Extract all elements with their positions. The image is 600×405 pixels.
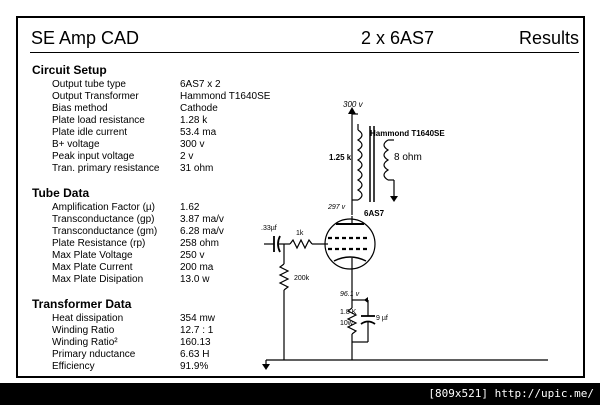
row-label: Plate idle current bbox=[52, 127, 128, 138]
primary-winding bbox=[356, 129, 363, 201]
row-value: 3.87 ma/v bbox=[180, 214, 224, 225]
table-row: Peak input voltage 2 v bbox=[52, 151, 193, 163]
table-row: Plate load resistance 1.28 k bbox=[52, 115, 207, 127]
row-value: 13.0 w bbox=[180, 274, 210, 285]
grid-stopper-resistor bbox=[289, 238, 313, 250]
image-host-footer: [809x521] http://upic.me/ bbox=[0, 383, 600, 405]
row-label: Bias method bbox=[52, 103, 108, 114]
cathode-resistor-label: 1.8 K bbox=[340, 309, 357, 316]
row-label: B+ voltage bbox=[52, 139, 100, 150]
row-value: Hammond T1640SE bbox=[180, 91, 271, 102]
table-row: Plate Resistance (rp) 258 ohm bbox=[52, 238, 219, 250]
secondary-winding bbox=[383, 139, 390, 181]
tube-cathode bbox=[333, 256, 367, 262]
table-row: B+ voltage 300 v bbox=[52, 139, 204, 151]
table-row: Primary nductance 6.63 H bbox=[52, 349, 209, 361]
page-title: Results bbox=[518, 28, 579, 48]
row-value: Cathode bbox=[180, 103, 218, 114]
row-label: Primary nductance bbox=[52, 349, 136, 360]
section-tube-data: Tube Data bbox=[32, 186, 90, 200]
row-label: Heat dissipation bbox=[52, 313, 124, 324]
row-label: Transconductance (gp) bbox=[52, 214, 155, 225]
row-label: Plate Resistance (rp) bbox=[52, 238, 146, 249]
plate-voltage-label: 297 v bbox=[327, 204, 346, 211]
table-row: Plate idle current 53.4 ma bbox=[52, 127, 216, 139]
row-value: 160.13 bbox=[180, 337, 211, 348]
row-label: Amplification Factor (µ) bbox=[52, 202, 156, 213]
speaker-ground-arrow bbox=[390, 196, 398, 202]
row-label: Output tube type bbox=[52, 79, 126, 90]
table-row: Max Plate Current 200 ma bbox=[52, 262, 213, 274]
table-row: Transconductance (gm) 6.28 ma/v bbox=[52, 226, 224, 238]
grid-stopper-label: 1k bbox=[296, 230, 304, 237]
row-label: Peak input voltage bbox=[52, 151, 135, 162]
load-resistance-label: 1.25 k bbox=[329, 153, 352, 162]
amp-schematic: 300 v Hammond T1640SE 1.25 k 8 ohm 297 v… bbox=[261, 100, 548, 370]
results-panel: SE Amp CAD 2 x 6AS7 Results Circuit Setu… bbox=[16, 16, 585, 378]
header-divider bbox=[30, 52, 579, 53]
row-label: Plate load resistance bbox=[52, 115, 145, 126]
row-label: Max Plate Voltage bbox=[52, 250, 133, 261]
table-row: Transconductance (gp) 3.87 ma/v bbox=[52, 214, 224, 226]
row-value: 1.62 bbox=[180, 202, 200, 213]
row-value: 300 v bbox=[180, 139, 205, 150]
cathode-watts-label: 10w bbox=[340, 320, 354, 327]
table-row: Efficiency 91.9% bbox=[52, 361, 208, 373]
bypass-cap-label: 9 µf bbox=[376, 315, 388, 322]
row-label: Max Plate Current bbox=[52, 262, 133, 273]
table-row: Output tube type 6AS7 x 2 bbox=[52, 79, 221, 91]
row-label: Efficiency bbox=[52, 361, 95, 372]
bplus-arrow bbox=[348, 107, 356, 114]
table-row: Max Plate Disipation 13.0 w bbox=[52, 274, 209, 286]
row-value: 6AS7 x 2 bbox=[180, 79, 221, 90]
row-value: 354 mw bbox=[180, 313, 216, 324]
ground-arrow bbox=[262, 364, 270, 370]
row-value: 200 ma bbox=[180, 262, 214, 273]
section-transformer-data: Transformer Data bbox=[32, 297, 132, 311]
config-title: 2 x 6AS7 bbox=[361, 28, 435, 48]
table-row: Output Transformer Hammond T1640SE bbox=[52, 91, 270, 103]
row-value: 6.28 ma/v bbox=[180, 226, 224, 237]
row-label: Output Transformer bbox=[52, 91, 139, 102]
row-label: Max Plate Disipation bbox=[52, 274, 144, 285]
app-title: SE Amp CAD bbox=[31, 28, 140, 48]
bplus-voltage-label: 300 v bbox=[343, 100, 364, 109]
row-value: 2 v bbox=[180, 151, 194, 162]
row-value: 53.4 ma bbox=[180, 127, 217, 138]
row-label: Winding Ratio² bbox=[52, 337, 118, 348]
row-label: Transconductance (gm) bbox=[52, 226, 158, 237]
cathode-voltage-label: 96.1 v bbox=[340, 291, 360, 298]
row-label: Winding Ratio bbox=[52, 325, 115, 336]
table-row: Winding Ratio² 160.13 bbox=[52, 337, 211, 349]
row-value: 6.63 H bbox=[180, 349, 210, 360]
speaker-impedance-label: 8 ohm bbox=[394, 152, 422, 163]
row-label: Tran. primary resistance bbox=[52, 163, 160, 174]
table-row: Heat dissipation 354 mw bbox=[52, 313, 215, 325]
tube-envelope bbox=[324, 218, 376, 270]
row-value: 1.28 k bbox=[180, 115, 208, 126]
row-value: 12.7 : 1 bbox=[180, 325, 214, 336]
table-row: Winding Ratio 12.7 : 1 bbox=[52, 325, 213, 337]
grid-leak-resistor bbox=[278, 263, 290, 291]
table-row: Max Plate Voltage 250 v bbox=[52, 250, 204, 262]
table-row: Tran. primary resistance 31 ohm bbox=[52, 163, 213, 175]
input-cap-label: .33µf bbox=[261, 225, 277, 232]
row-value: 258 ohm bbox=[180, 238, 219, 249]
row-value: 250 v bbox=[180, 250, 205, 261]
grid-leak-label: 200k bbox=[294, 275, 310, 282]
tube-type-label: 6AS7 bbox=[364, 209, 385, 218]
table-row: Bias method Cathode bbox=[52, 103, 218, 115]
table-row: Amplification Factor (µ) 1.62 bbox=[52, 202, 199, 214]
cathode-resistor bbox=[346, 307, 358, 335]
section-circuit-setup: Circuit Setup bbox=[32, 63, 107, 77]
row-value: 91.9% bbox=[180, 361, 209, 372]
row-value: 31 ohm bbox=[180, 163, 214, 174]
transformer-name-label: Hammond T1640SE bbox=[370, 129, 445, 138]
